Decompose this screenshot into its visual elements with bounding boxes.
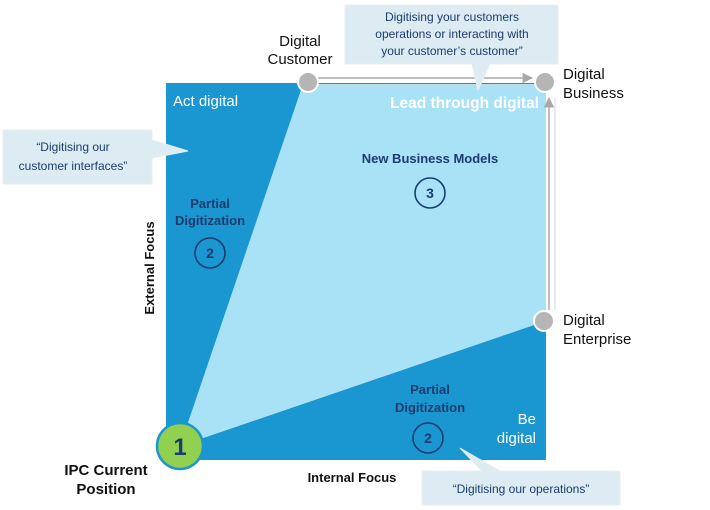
ipc-current-number: 1 (173, 434, 186, 461)
lead-through-digital-area (180, 84, 546, 446)
left-zone-title-line1: Partial (190, 196, 230, 211)
digital-customer-label-line2: Customer (267, 51, 332, 68)
digital-business-node (534, 71, 556, 93)
top-callout-box (344, 4, 559, 92)
x-axis-label: Internal Focus (308, 470, 397, 485)
left-callout-line2: customer interfaces” (19, 159, 128, 173)
digital-business-label-line1: Digital (563, 66, 605, 83)
center-zone-number-circle (414, 177, 446, 209)
digital-enterprise-node (533, 310, 555, 332)
bottom-zone-title-line1: Partial (410, 382, 450, 397)
be-digital-label-line2: digital (497, 430, 536, 447)
be-digital-label-line1: Be (518, 411, 536, 428)
bottom-callout-box (421, 447, 621, 506)
bottom-zone-title-line2: Digitization (395, 400, 465, 415)
lead-through-digital-label: Lead through digital (390, 95, 539, 112)
left-zone-number: 2 (206, 245, 214, 261)
left-callout-line1: “Digitising our (36, 140, 109, 154)
top-callout-line2: operations or interacting with (375, 27, 528, 41)
digital-customer-node (297, 71, 319, 93)
digital-customer-label-line1: Digital (279, 33, 321, 50)
top-callout-line1: Digitising your customers (385, 10, 519, 24)
left-zone-number-circle (194, 237, 226, 269)
left-zone-title-line2: Digitization (175, 213, 245, 228)
ipc-current-label-line2: Position (76, 481, 135, 498)
bottom-zone-number: 2 (424, 430, 432, 446)
ipc-current-node (155, 421, 205, 471)
center-zone-number: 3 (426, 185, 434, 201)
y-axis-label: External Focus (142, 221, 157, 314)
left-callout-box (2, 129, 189, 185)
bottom-callout-line1: “Digitising our operations” (453, 482, 590, 496)
bottom-zone-number-circle (412, 422, 444, 454)
digital-business-label-line2: Business (563, 85, 624, 102)
digital-enterprise-label-line1: Digital (563, 312, 605, 329)
digital-enterprise-label-line2: Enterprise (563, 331, 631, 348)
top-callout-line3: your customer’s customer” (381, 44, 523, 58)
act-digital-label: Act digital (173, 93, 238, 110)
ipc-current-label-line1: IPC Current (64, 462, 147, 479)
center-zone-title: New Business Models (362, 151, 499, 166)
